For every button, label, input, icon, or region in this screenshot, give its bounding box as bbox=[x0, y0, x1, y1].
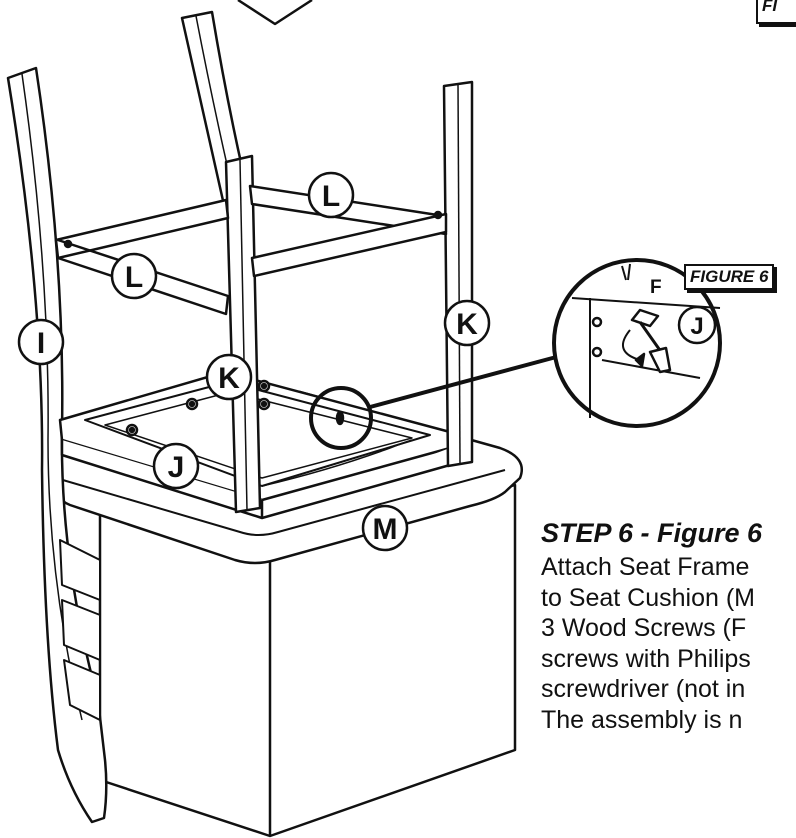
callout-k-front: K bbox=[205, 353, 253, 401]
callout-j: J bbox=[152, 442, 200, 490]
svg-text:M: M bbox=[373, 513, 398, 546]
leg-part-k bbox=[224, 80, 474, 514]
svg-text:L: L bbox=[322, 180, 340, 213]
svg-text:K: K bbox=[456, 308, 478, 341]
step-instructions: Attach Seat Frame to Seat Cushion (M 3 W… bbox=[541, 552, 796, 735]
figure-6-label: FIGURE 6 bbox=[684, 264, 775, 290]
zoom-detail bbox=[552, 258, 722, 428]
step-title: STEP 6 - Figure 6 bbox=[541, 518, 763, 548]
step-line: Attach Seat Frame bbox=[541, 553, 750, 581]
callout-m: M bbox=[361, 504, 409, 552]
callout-j-zoom: J bbox=[677, 305, 717, 345]
svg-text:K: K bbox=[218, 362, 240, 395]
svg-text:I: I bbox=[37, 327, 45, 360]
screw-hole-highlight bbox=[309, 386, 373, 450]
step-line: screwdriver (not in bbox=[541, 675, 746, 703]
figure-label-top: FI bbox=[756, 0, 796, 24]
svg-text:J: J bbox=[168, 451, 185, 484]
callout-l-left: L bbox=[110, 252, 158, 300]
svg-text:J: J bbox=[690, 313, 703, 340]
step-line: to Seat Cushion (M bbox=[541, 583, 755, 612]
back-slats bbox=[59, 539, 101, 721]
zoom-leader-line bbox=[369, 354, 561, 409]
step-line: 3 Wood Screws (F bbox=[541, 614, 747, 642]
callout-f: F bbox=[650, 277, 662, 298]
step-line: The assembly is n bbox=[541, 705, 743, 734]
step-line: screws with Philips bbox=[541, 644, 751, 673]
callout-k-right: K bbox=[443, 299, 491, 347]
svg-text:L: L bbox=[125, 261, 143, 294]
callout-i: I bbox=[17, 318, 65, 366]
callout-l-top: L bbox=[307, 171, 355, 219]
previous-figure-edge bbox=[237, 0, 313, 26]
